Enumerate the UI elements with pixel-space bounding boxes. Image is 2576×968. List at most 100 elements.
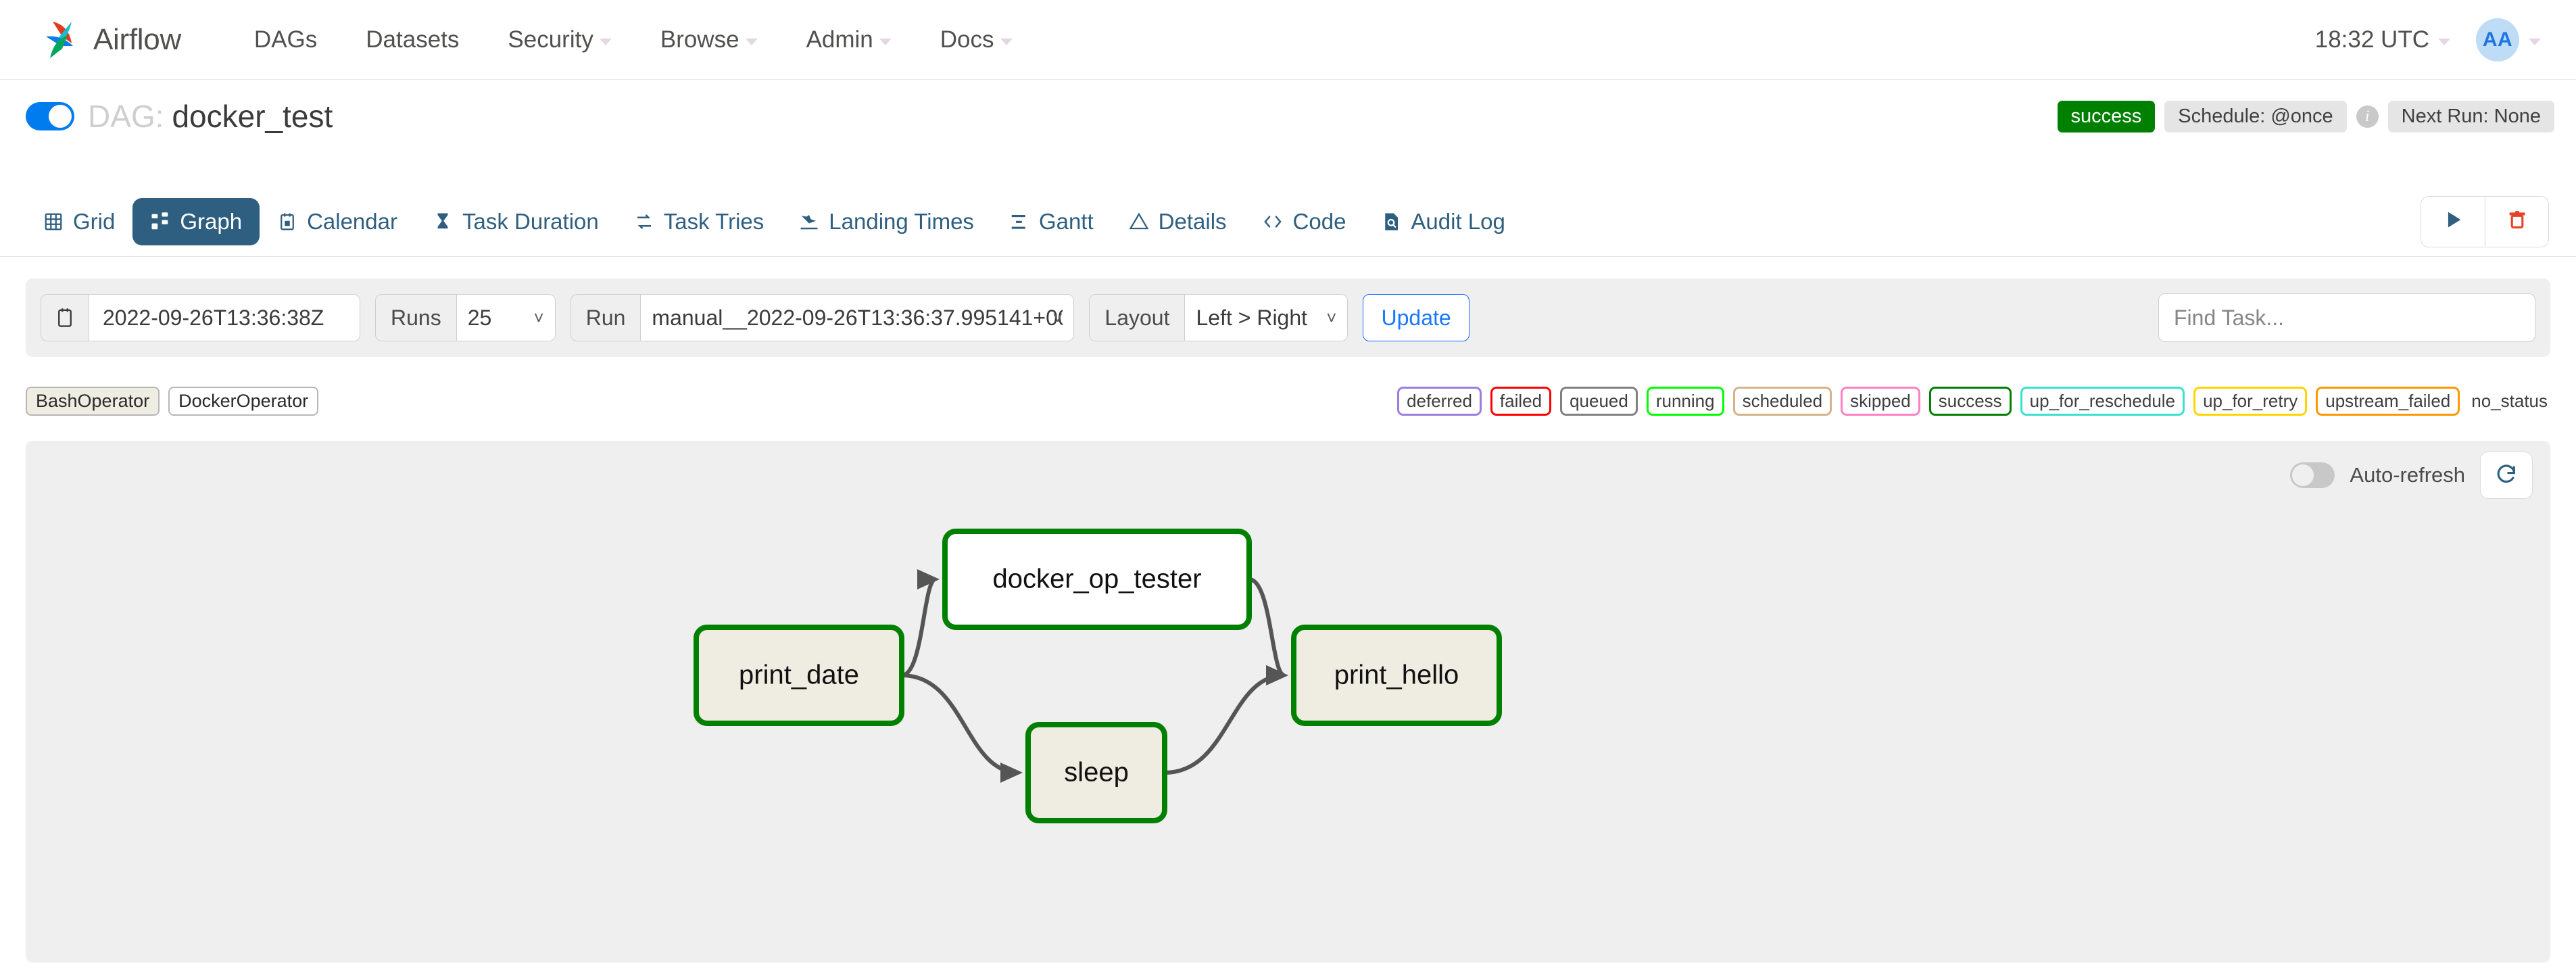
nav-link-docs[interactable]: Docs (916, 26, 1037, 53)
graph-node-label: print_date (739, 660, 859, 690)
tab-label: Graph (180, 209, 242, 235)
status-legend-scheduled: scheduled (1733, 387, 1832, 416)
dag-title-group: DAG: docker_test (26, 98, 333, 135)
nav-link-browse[interactable]: Browse (636, 26, 782, 53)
dag-header-badges: success Schedule: @once i Next Run: None (2058, 101, 2554, 132)
graph-edge-print_date-to-docker_op_tester (902, 579, 935, 675)
dag-header: DAG: docker_test success Schedule: @once… (0, 80, 2576, 153)
brand-name: Airflow (93, 23, 181, 57)
dag-label: DAG: (88, 98, 164, 135)
graph-node-print_date[interactable]: print_date (696, 627, 902, 723)
graph-node-sleep[interactable]: sleep (1028, 725, 1165, 821)
info-icon[interactable]: i (2356, 105, 2379, 128)
status-legend-up-for-retry: up_for_retry (2193, 387, 2307, 416)
runs-label: Runs (376, 295, 457, 341)
calendar-icon (277, 212, 297, 232)
base-date-input[interactable] (89, 295, 360, 341)
runs-select[interactable]: 25 (457, 306, 555, 330)
layout-select-shell: Left > Right ˅ (1185, 295, 1347, 341)
warning-triangle-icon (1129, 212, 1149, 232)
chevron-down-icon (600, 39, 612, 45)
schedule-badge: Schedule: @once (2164, 101, 2346, 132)
user-menu[interactable]: AA (2476, 18, 2541, 62)
nav-link-dags[interactable]: DAGs (230, 26, 341, 53)
timezone-selector[interactable]: 18:32 UTC (2315, 26, 2450, 53)
trigger-dag-button[interactable] (2421, 197, 2485, 247)
nav-link-label: Admin (806, 26, 873, 53)
runs-select-shell: 25 ˅ (457, 295, 555, 341)
landing-icon (799, 212, 819, 232)
run-select[interactable]: manual__2022-09-26T13:36:37.995141+00:00 (641, 306, 1073, 330)
graph-canvas[interactable]: Auto-refresh print_datedocker_op_testers… (26, 441, 2550, 963)
toggle-knob (49, 105, 72, 128)
nav-link-admin[interactable]: Admin (782, 26, 916, 53)
chevron-down-icon (879, 39, 892, 45)
status-legend-up-for-reschedule: up_for_reschedule (2020, 387, 2185, 416)
view-tabbar: Grid Graph Calendar (0, 187, 2576, 257)
status-legend-running: running (1647, 387, 1724, 416)
status-legend-failed: failed (1490, 387, 1551, 416)
brand-home-link[interactable]: Airflow (39, 16, 181, 64)
hourglass-icon (433, 212, 453, 232)
graph-node-label: docker_op_tester (992, 564, 1201, 594)
nav-link-security[interactable]: Security (483, 26, 635, 53)
calendar-icon[interactable] (41, 295, 89, 341)
tab-label: Calendar (307, 209, 397, 235)
tab-label: Task Duration (462, 209, 599, 235)
status-legend-no-status: no_status (2469, 389, 2550, 414)
dag-actions (2421, 196, 2549, 247)
tab-graph[interactable]: Graph (132, 198, 260, 245)
tab-landing-times[interactable]: Landing Times (781, 198, 992, 245)
top-navbar: Airflow DAGs Datasets Security Browse Ad… (0, 0, 2576, 80)
graph-node-print_hello[interactable]: print_hello (1294, 627, 1499, 723)
status-legend-success: success (1929, 387, 2012, 416)
operator-tag-bashoperator[interactable]: BashOperator (26, 387, 160, 416)
graph-edge-docker_op_tester-to-print_hello (1249, 579, 1284, 675)
legend-row: BashOperator DockerOperator deferred fai… (26, 383, 2550, 419)
code-brackets-icon (1262, 212, 1284, 232)
chevron-down-icon (746, 39, 758, 45)
gantt-icon (1009, 212, 1029, 232)
chevron-down-icon (2529, 39, 2541, 45)
nav-link-label: Datasets (366, 26, 459, 53)
delete-dag-button[interactable] (2485, 197, 2548, 247)
chevron-down-icon (2438, 39, 2450, 45)
operator-tag-dockeroperator[interactable]: DockerOperator (168, 387, 318, 416)
nav-links: DAGs Datasets Security Browse Admin Docs (230, 26, 1037, 53)
retry-icon (634, 212, 654, 232)
update-button[interactable]: Update (1363, 294, 1469, 341)
dag-pause-toggle[interactable] (26, 102, 74, 130)
nav-link-datasets[interactable]: Datasets (341, 26, 483, 53)
tab-task-duration[interactable]: Task Duration (415, 198, 616, 245)
status-legend: deferred failed queued running scheduled… (1397, 387, 2550, 416)
tab-grid[interactable]: Grid (26, 198, 132, 245)
tab-gantt[interactable]: Gantt (992, 198, 1111, 245)
view-tabs: Grid Graph Calendar (26, 198, 1523, 245)
run-label: Run (571, 295, 641, 341)
run-group: Run manual__2022-09-26T13:36:37.995141+0… (570, 294, 1075, 341)
tab-details[interactable]: Details (1111, 198, 1244, 245)
tab-label: Gantt (1039, 209, 1094, 235)
graph-node-docker_op_tester[interactable]: docker_op_tester (945, 531, 1249, 627)
status-legend-queued: queued (1560, 387, 1638, 416)
next-run-badge: Next Run: None (2388, 101, 2554, 132)
document-search-icon (1381, 212, 1401, 232)
grid-icon (43, 212, 64, 232)
nav-link-label: Security (508, 26, 593, 53)
tab-code[interactable]: Code (1244, 198, 1364, 245)
trash-icon (2506, 208, 2529, 235)
status-legend-upstream-failed: upstream_failed (2316, 387, 2460, 416)
find-task-input[interactable] (2158, 293, 2535, 342)
graph-icon (150, 212, 170, 232)
layout-label: Layout (1090, 295, 1185, 341)
dag-graph[interactable]: print_date docker_op_testersleep print_hel… (26, 441, 2550, 963)
graph-node-label: print_hello (1334, 660, 1459, 690)
layout-group: Layout Left > Right ˅ (1089, 294, 1348, 341)
tab-audit-log[interactable]: Audit Log (1363, 198, 1522, 245)
layout-select[interactable]: Left > Right (1185, 306, 1347, 330)
tab-task-tries[interactable]: Task Tries (616, 198, 782, 245)
avatar: AA (2476, 18, 2519, 62)
nav-link-label: Browse (660, 26, 739, 53)
tab-label: Grid (73, 209, 115, 235)
tab-calendar[interactable]: Calendar (260, 198, 415, 245)
